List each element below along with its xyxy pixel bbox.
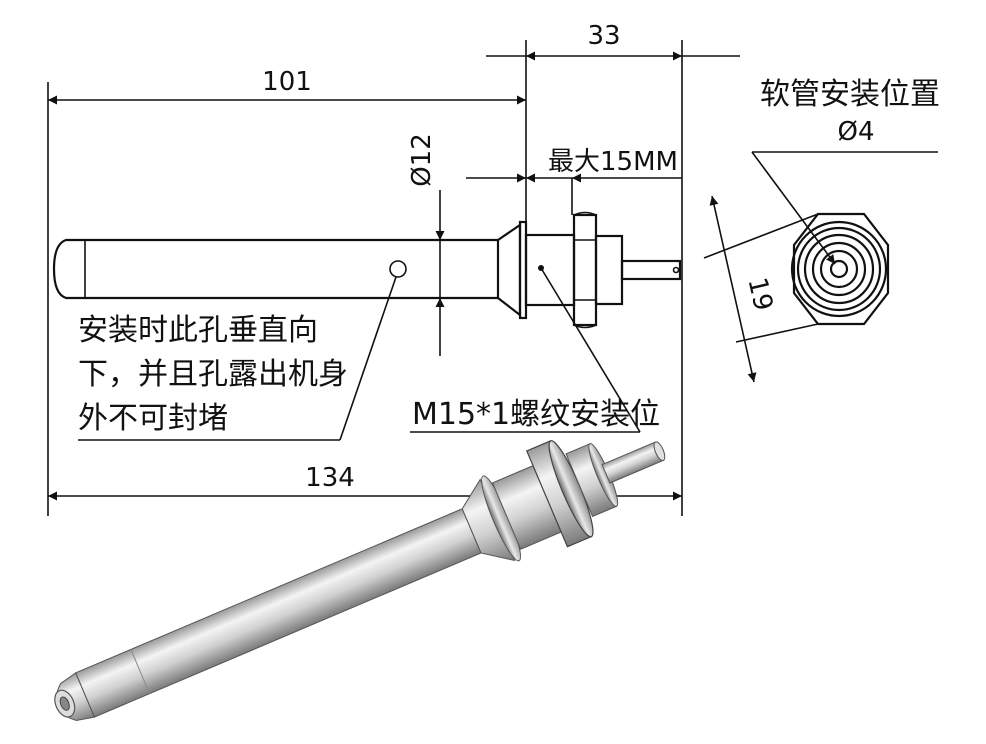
dim-19: 19 [741, 275, 778, 314]
dim-101: 101 [262, 67, 312, 97]
hose-position-label: 软管安装位置 [760, 77, 940, 112]
thread-note-text: M15*1螺纹安装位 [412, 397, 660, 432]
dim-hose-diameter: Ø4 [837, 117, 874, 147]
hole-note [78, 276, 397, 441]
dim-max-15mm: 最大15MM [548, 147, 678, 177]
hole-note-line-3: 外不可封堵 [78, 401, 228, 436]
hole-note-line-2: 下，并且孔露出机身 [78, 357, 348, 392]
probe-side-view [52, 211, 682, 329]
dim-134: 134 [305, 463, 355, 493]
hole-note-line-1: 安装时此孔垂直向 [78, 313, 318, 348]
probe-3d-render [54, 440, 666, 721]
end-view [703, 151, 938, 383]
dimension-lines [47, 40, 740, 516]
dim-33: 33 [587, 21, 620, 51]
dim-diameter-12: Ø12 [407, 133, 437, 187]
thread-note [410, 267, 641, 433]
